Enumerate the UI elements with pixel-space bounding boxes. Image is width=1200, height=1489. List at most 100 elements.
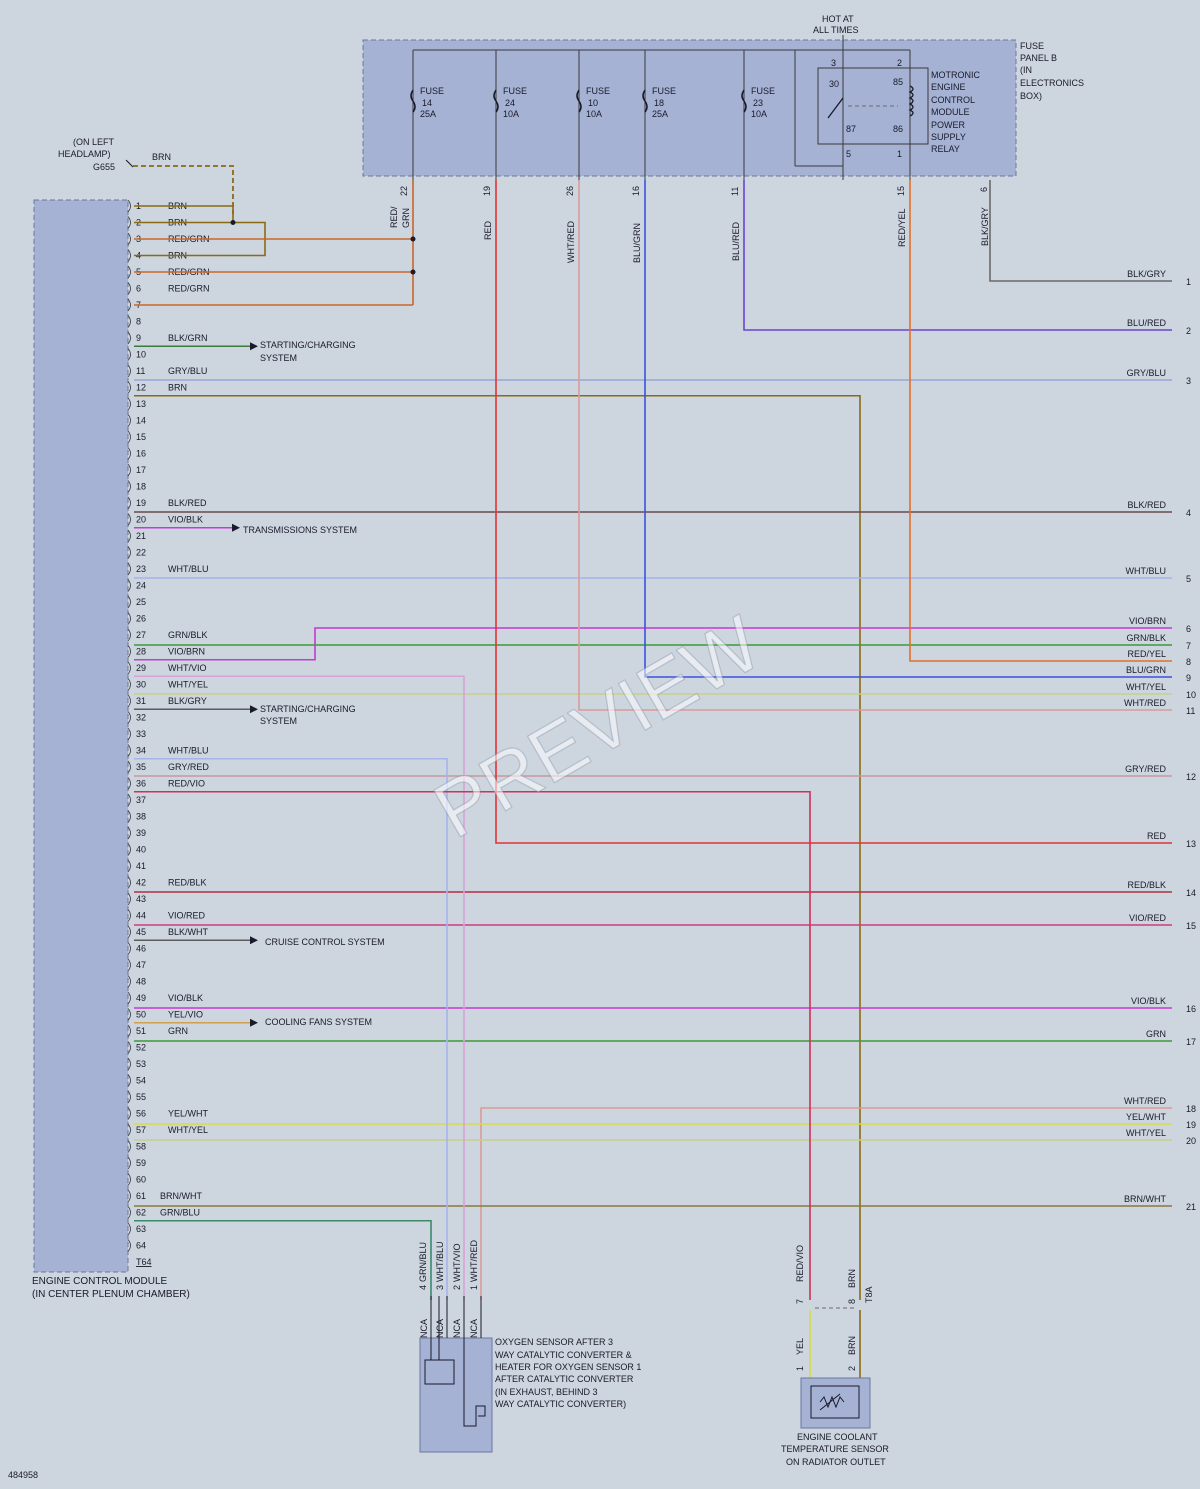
svg-text:GRN: GRN: [401, 208, 411, 228]
svg-text:PANEL B: PANEL B: [1020, 53, 1057, 63]
ecm-pin-61-wire-label: BRN/WHT: [160, 1191, 202, 1201]
arrow-cruise-icon: [250, 936, 258, 945]
right-wire-17-label: GRN: [1146, 1029, 1166, 1039]
right-wire-13-number: 13: [1186, 839, 1196, 849]
svg-text:ENGINE COOLANT: ENGINE COOLANT: [797, 1432, 878, 1442]
ecm-pin-58-contact: [127, 1140, 131, 1153]
wires-layer: [134, 180, 1172, 1378]
svg-text:YEL: YEL: [795, 1338, 805, 1355]
svg-text:BOX): BOX): [1020, 91, 1042, 101]
ecm-pin-48-contact: [127, 975, 131, 988]
right-wire-10-label: WHT/YEL: [1126, 682, 1166, 692]
svg-text:2: 2: [847, 1366, 857, 1371]
svg-text:FUSE: FUSE: [1020, 41, 1044, 51]
ecm-pin-36-contact: [127, 777, 131, 790]
ecm-pin-29-number: 29: [136, 663, 146, 673]
ecm-pin-19-number: 19: [136, 498, 146, 508]
right-wire-19-number: 19: [1186, 1120, 1196, 1130]
svg-text:7: 7: [795, 1299, 805, 1304]
svg-text:(IN: (IN: [1020, 65, 1032, 75]
fuse-panel-box: [362, 39, 1017, 177]
svg-text:OXYGEN SENSOR AFTER 3: OXYGEN SENSOR AFTER 3: [495, 1337, 613, 1347]
svg-text:11: 11: [730, 187, 740, 196]
svg-text:10A: 10A: [503, 109, 519, 119]
ecm-pin-47-contact: [127, 958, 131, 972]
right-wire-21-label: BRN/WHT: [1124, 1194, 1166, 1204]
ecm-pin-23-number: 23: [136, 564, 146, 574]
right-wire-1-label: BLK/GRY: [1127, 269, 1166, 279]
fuse-panel-outputs: 22 19 26 16 11 15 6 RED/ GRN RED WHT/RED…: [389, 186, 990, 263]
fuse-panel-label: FUSE PANEL B (IN ELECTRONICS BOX): [1020, 41, 1084, 101]
wire-pin29-whtvio: [134, 675, 465, 1300]
fuse-18-icon: [642, 89, 648, 113]
ecm-pin-36-number: 36: [136, 779, 146, 789]
svg-text:6: 6: [979, 187, 989, 192]
svg-text:WHT/BLU: WHT/BLU: [435, 1242, 445, 1283]
ecm-pin-33-number: 33: [136, 729, 146, 739]
svg-text:WHT/VIO: WHT/VIO: [452, 1244, 462, 1283]
right-wire-8-label: RED/YEL: [1127, 649, 1166, 659]
ecm-pin-44-contact: [127, 909, 131, 922]
svg-text:22: 22: [399, 186, 409, 196]
right-wire-15-number: 15: [1186, 921, 1196, 931]
right-wire-21-number: 21: [1186, 1202, 1196, 1212]
ecm-pin-20-number: 20: [136, 515, 146, 525]
ecm-pin-56-contact: [127, 1107, 131, 1120]
ecm-pin-57-number: 57: [136, 1125, 146, 1135]
ecm-pin-59-contact: [127, 1156, 131, 1170]
ecm-pin-17-number: 17: [136, 465, 146, 475]
ecm-pin-25-contact: [127, 595, 131, 609]
right-wire-14-label: RED/BLK: [1127, 880, 1166, 890]
ecm-pin-15-contact: [127, 430, 131, 444]
ecm-pin-19-contact: [127, 496, 131, 510]
right-wire-7-number: 7: [1186, 641, 1191, 651]
ecm-pin-54-number: 54: [136, 1076, 146, 1086]
ecm-pin-48-number: 48: [136, 977, 146, 987]
right-wire-20-number: 20: [1186, 1136, 1196, 1146]
arrow-charging1-icon: [250, 342, 258, 351]
svg-text:MODULE: MODULE: [931, 107, 970, 117]
right-wire-3-label: GRY/BLU: [1127, 368, 1166, 378]
fuse-10: FUSE 10 10A: [576, 50, 610, 180]
ecm-pin-53-number: 53: [136, 1059, 146, 1069]
fuse-23-icon: [741, 89, 747, 113]
ecm-pin-12-contact: [127, 381, 131, 394]
ecm-pin-51-number: 51: [136, 1026, 146, 1036]
svg-text:RELAY: RELAY: [931, 144, 960, 154]
fuse-24-icon: [493, 89, 499, 113]
ecm-pin-14-contact: [127, 414, 131, 427]
ecm-pin-28-number: 28: [136, 647, 146, 657]
ecm-pin-42-wire-label: RED/BLK: [168, 878, 207, 888]
svg-text:30: 30: [829, 79, 839, 89]
ecm-pin-17-contact: [127, 463, 131, 477]
svg-text:25A: 25A: [652, 109, 668, 119]
svg-text:GRN/BLU: GRN/BLU: [418, 1242, 428, 1282]
ecm-pin-15-number: 15: [136, 432, 146, 442]
svg-text:3: 3: [435, 1285, 445, 1290]
right-wire-2-number: 2: [1186, 326, 1191, 336]
svg-text:G655: G655: [93, 162, 115, 172]
svg-text:CRUISE CONTROL SYSTEM: CRUISE CONTROL SYSTEM: [265, 937, 385, 947]
ecm-location: (IN CENTER PLENUM CHAMBER): [32, 1289, 190, 1300]
ecm-pin-60-number: 60: [136, 1175, 146, 1185]
ecm-pin-62-contact: [127, 1206, 131, 1219]
ecm-pin-28-wire-label: VIO/BRN: [168, 647, 205, 657]
ecm-pin-47-number: 47: [136, 960, 146, 970]
ecm-pin-58-number: 58: [136, 1142, 146, 1152]
ecm-pin-64-contact: [127, 1239, 131, 1252]
ecm-pin-25-number: 25: [136, 597, 146, 607]
ecm-pin-10-contact: [127, 348, 131, 361]
fuse-10-icon: [576, 89, 582, 113]
svg-text:BRN: BRN: [152, 152, 171, 162]
relay-coil-icon: [908, 85, 914, 117]
svg-text:SUPPLY: SUPPLY: [931, 132, 966, 142]
ecm-pin-6-wire-label: RED/GRN: [168, 284, 210, 294]
svg-text:POWER: POWER: [931, 120, 966, 130]
ecm-pin-43-contact: [127, 892, 131, 906]
ecm-pin-37-contact: [127, 793, 131, 807]
svg-text:2: 2: [897, 58, 902, 68]
power-supply-relay: 30 85 87 86 3 2 5 1 MOTRONIC ENGINE CONT…: [794, 50, 980, 180]
ecm-pin-53-contact: [127, 1057, 131, 1071]
ecm-pin-11-number: 11: [136, 366, 145, 376]
